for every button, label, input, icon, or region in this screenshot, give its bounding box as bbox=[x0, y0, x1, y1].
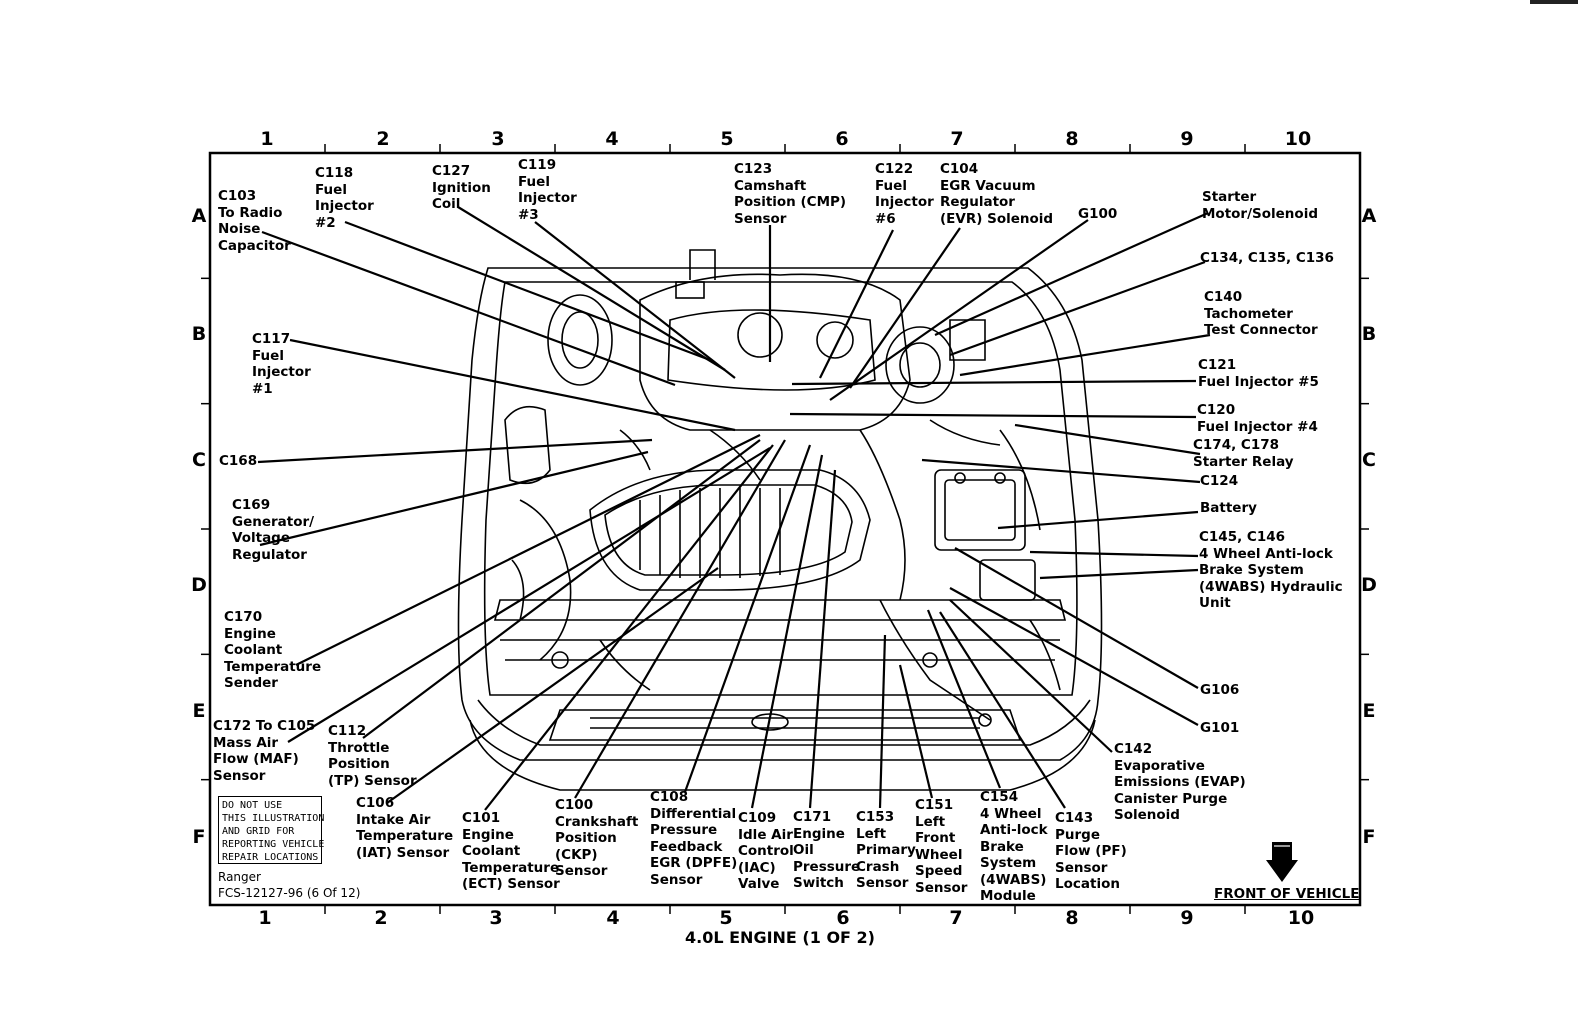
grid-col-bottom-8: 8 bbox=[1065, 907, 1079, 929]
figure-code: FCS-12127-96 (6 Of 12) bbox=[218, 886, 361, 900]
grid-col-top-3: 3 bbox=[491, 128, 505, 150]
label-c106: C106 Intake Air Temperature (IAT) Sensor bbox=[356, 795, 454, 861]
grid-col-top-4: 4 bbox=[605, 128, 619, 150]
grid-col-top-5: 5 bbox=[720, 128, 734, 150]
label-c104: C104 EGR Vacuum Regulator (EVR) Solenoid bbox=[940, 161, 1054, 227]
grid-col-top-1: 1 bbox=[260, 128, 274, 150]
grid-col-top-9: 9 bbox=[1180, 128, 1194, 150]
label-c109: C109 Idle Air Control (IAC) Valve bbox=[738, 810, 794, 892]
grid-col-top-7: 7 bbox=[950, 128, 964, 150]
grid-col-bottom-7: 7 bbox=[949, 907, 963, 929]
label-c120: C120 Fuel Injector #4 bbox=[1197, 402, 1318, 435]
label-c145: C145, C146 4 Wheel Anti-lock Brake Syste… bbox=[1199, 529, 1343, 611]
label-c174: C174, C178 Starter Relay bbox=[1193, 437, 1294, 470]
grid-col-bottom-6: 6 bbox=[836, 907, 850, 929]
grid-row-left-c: C bbox=[192, 449, 206, 471]
label-starter-motor: Starter Motor/Solenoid bbox=[1202, 189, 1318, 222]
grid-col-top-6: 6 bbox=[835, 128, 849, 150]
corner-bar bbox=[1530, 0, 1578, 4]
footer-title: 4.0L ENGINE (1 OF 2) bbox=[685, 928, 875, 947]
label-c100: C100 Crankshaft Position (CKP) Sensor bbox=[555, 797, 639, 879]
label-g106: G106 bbox=[1200, 682, 1240, 698]
label-c168: C168 bbox=[219, 453, 258, 469]
grid-col-bottom-2: 2 bbox=[374, 907, 388, 929]
grid-row-right-c: C bbox=[1362, 449, 1376, 471]
label-battery: Battery bbox=[1200, 500, 1257, 516]
label-c101: C101 Engine Coolant Temperature (ECT) Se… bbox=[462, 810, 560, 892]
label-c151: C151 Left Front Wheel Speed Sensor bbox=[915, 797, 968, 896]
label-c170: C170 Engine Coolant Temperature Sender bbox=[224, 609, 322, 691]
label-c134: C134, C135, C136 bbox=[1200, 250, 1334, 266]
grid-row-left-f: F bbox=[192, 826, 206, 848]
grid-col-bottom-3: 3 bbox=[489, 907, 503, 929]
front-arrow-icon bbox=[1266, 842, 1298, 882]
label-c171: C171 Engine Oil Pressure Switch bbox=[793, 809, 861, 891]
grid-col-bottom-4: 4 bbox=[606, 907, 620, 929]
grid-ticks bbox=[201, 144, 1369, 914]
label-c112: C112 Throttle Position (TP) Sensor bbox=[328, 723, 417, 789]
disclaimer-box: DO NOT USE THIS ILLUSTRATION AND GRID FO… bbox=[218, 796, 324, 864]
label-c127: C127 Ignition Coil bbox=[432, 163, 491, 212]
grid-col-bottom-9: 9 bbox=[1180, 907, 1194, 929]
leader-lines bbox=[257, 206, 1211, 811]
label-c103: C103 To Radio Noise Capacitor bbox=[218, 188, 291, 254]
grid-row-right-d: D bbox=[1361, 574, 1377, 596]
engine-bay-illustration bbox=[457, 249, 1103, 791]
label-c142: C142 Evaporative Emissions (EVAP) Canist… bbox=[1114, 741, 1246, 823]
grid-row-left-e: E bbox=[192, 700, 206, 722]
grid-row-left-a: A bbox=[191, 205, 207, 227]
grid-col-top-8: 8 bbox=[1065, 128, 1079, 150]
grid-row-right-e: E bbox=[1362, 700, 1376, 722]
label-c169: C169 Generator/ Voltage Regulator bbox=[232, 497, 315, 563]
grid-row-right-b: B bbox=[1361, 323, 1377, 345]
label-c117: C117 Fuel Injector #1 bbox=[252, 331, 311, 397]
grid-col-top-10: 10 bbox=[1284, 128, 1312, 150]
label-c118: C118 Fuel Injector #2 bbox=[315, 165, 374, 231]
label-c119: C119 Fuel Injector #3 bbox=[518, 157, 577, 223]
label-c122: C122 Fuel Injector #6 bbox=[875, 161, 934, 227]
label-c153: C153 Left Primary Crash Sensor bbox=[856, 809, 916, 891]
label-g100: G100 bbox=[1078, 206, 1118, 222]
vehicle-name: Ranger bbox=[218, 870, 261, 884]
grid-col-bottom-5: 5 bbox=[719, 907, 733, 929]
label-c123: C123 Camshaft Position (CMP) Sensor bbox=[734, 161, 847, 227]
label-c140: C140 Tachometer Test Connector bbox=[1204, 289, 1318, 338]
label-c154: C154 4 Wheel Anti-lock Brake System (4WA… bbox=[980, 789, 1048, 904]
front-of-vehicle-label: FRONT OF VEHICLE bbox=[1214, 886, 1360, 902]
label-c172: C172 To C105 Mass Air Flow (MAF) Sensor bbox=[213, 718, 316, 784]
grid-row-left-d: D bbox=[191, 574, 207, 596]
grid-row-right-f: F bbox=[1362, 826, 1376, 848]
grid-col-bottom-1: 1 bbox=[258, 907, 272, 929]
label-g101: G101 bbox=[1200, 720, 1240, 736]
grid-row-right-a: A bbox=[1361, 205, 1377, 227]
label-c143: C143 Purge Flow (PF) Sensor Location bbox=[1055, 810, 1127, 892]
label-c108: C108 Differential Pressure Feedback EGR … bbox=[650, 789, 738, 888]
label-c121: C121 Fuel Injector #5 bbox=[1198, 357, 1319, 390]
grid-row-left-b: B bbox=[191, 323, 207, 345]
grid-col-bottom-10: 10 bbox=[1287, 907, 1315, 929]
grid-col-top-2: 2 bbox=[376, 128, 390, 150]
label-c124: C124 bbox=[1200, 473, 1239, 489]
